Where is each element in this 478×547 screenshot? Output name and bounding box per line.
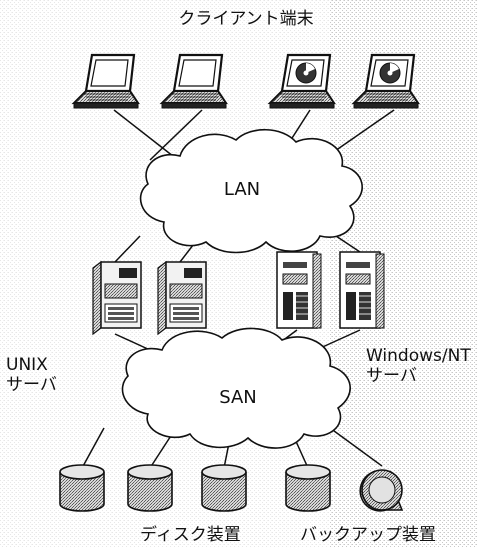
windows-server-icon <box>276 251 322 329</box>
client-terminals-label: クライアント端末 <box>178 9 314 29</box>
laptop-icon <box>71 53 140 109</box>
unix-server-label-line2: サーバ <box>6 374 57 395</box>
connection-line <box>329 427 383 467</box>
windows-server-icon <box>339 251 385 329</box>
laptop-icon <box>351 53 420 109</box>
disk-drive-icon <box>201 464 247 512</box>
lan-label: LAN <box>223 179 261 200</box>
connection-line <box>114 235 141 263</box>
unix-server-icon <box>92 260 142 336</box>
lan-cloud <box>139 129 363 254</box>
laptop-icon <box>159 53 228 109</box>
connection-line <box>114 333 151 351</box>
disk-drive-icon <box>59 464 105 512</box>
san-cloud <box>121 327 351 449</box>
windows-server-label-line2: サーバ <box>366 365 417 386</box>
connection-line <box>335 235 361 253</box>
windows-server-label-line1: Windows/NT <box>366 346 471 366</box>
unix-server-icon <box>157 260 207 336</box>
connection-line <box>149 109 203 161</box>
backup-tape-icon <box>359 469 404 512</box>
laptop-icon <box>267 53 336 109</box>
windows-server-label: Windows/NT サーバ <box>366 346 471 386</box>
san-label: SAN <box>219 387 257 408</box>
disk-units-label: ディスク装置 <box>140 525 241 545</box>
disk-drive-icon <box>127 464 173 512</box>
backup-units-label: バックアップ装置 <box>300 525 436 545</box>
disk-drive-icon <box>285 464 331 512</box>
connection-line <box>81 427 105 469</box>
unix-server-label: UNIX サーバ <box>6 355 57 395</box>
connection-line <box>113 109 179 161</box>
unix-server-label-line1: UNIX <box>6 355 48 375</box>
